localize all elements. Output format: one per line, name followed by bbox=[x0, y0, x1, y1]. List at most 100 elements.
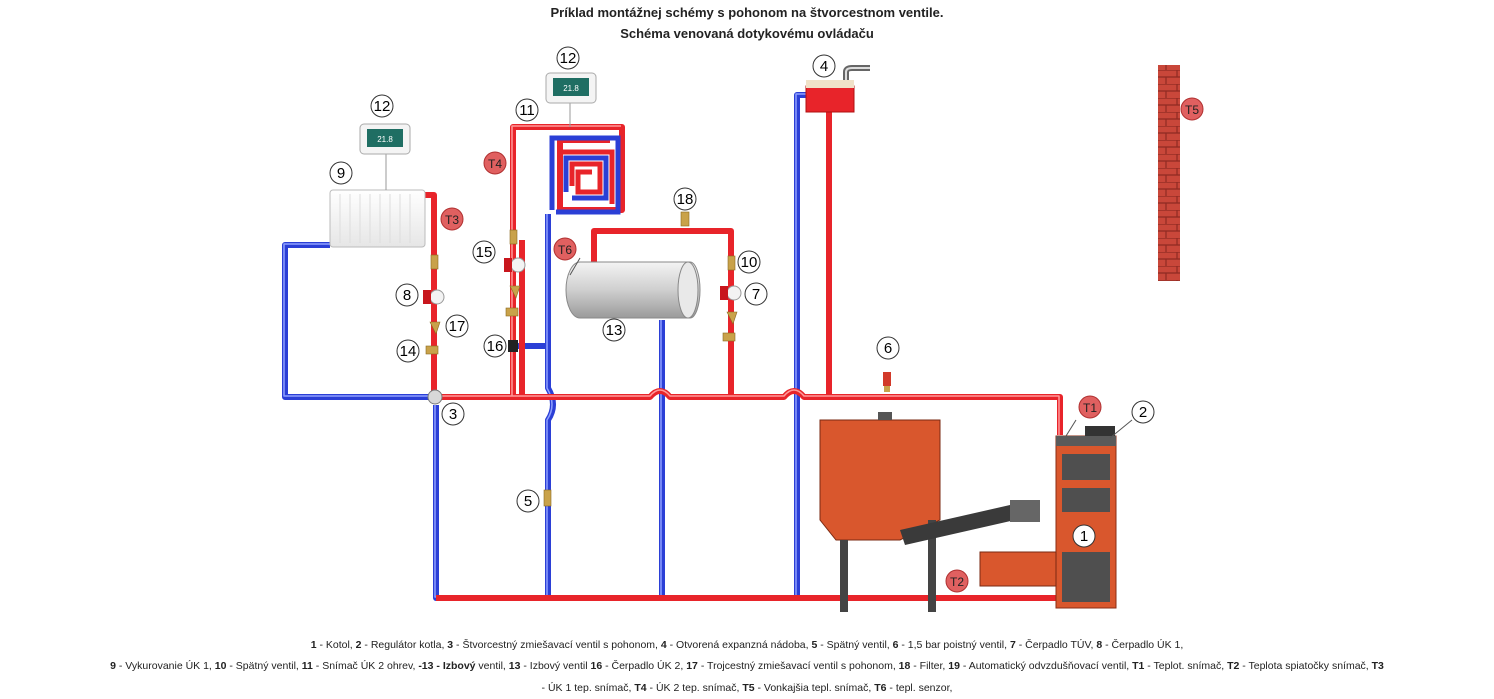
legend-key: 10 bbox=[214, 660, 227, 672]
room-thermostat-1: 21.8 bbox=[359, 123, 411, 190]
sensor-T4: T4 bbox=[483, 151, 507, 175]
svg-text:T5: T5 bbox=[1185, 103, 1199, 117]
legend-text: - Čerpadlo ÚK 1, bbox=[1102, 639, 1184, 651]
svg-text:1: 1 bbox=[1080, 528, 1088, 545]
legend-text: - Vonkajšia tepl. snímač, bbox=[754, 682, 875, 694]
legend-key: 6 bbox=[892, 639, 899, 651]
legend-key: 1 bbox=[310, 639, 317, 651]
marker-6: 6 bbox=[876, 336, 900, 360]
radiator bbox=[329, 189, 426, 248]
pump-tuv bbox=[720, 285, 742, 301]
marker-12a: 12 bbox=[370, 94, 394, 118]
legend-key: 13 bbox=[508, 660, 521, 672]
sensor-T5: T5 bbox=[1180, 97, 1204, 121]
legend-text: - Filter, bbox=[910, 660, 949, 672]
legend-line-1: 1 - Kotol, 2 - Regulátor kotla, 3 - Štvo… bbox=[0, 639, 1494, 651]
hot-water-tank bbox=[565, 261, 701, 319]
legend-key: -13 - Izbový bbox=[418, 660, 476, 672]
svg-text:T2: T2 bbox=[950, 575, 964, 589]
legend-key: 19 bbox=[948, 660, 960, 672]
legend-key: T3 bbox=[1371, 660, 1384, 672]
svg-text:T6: T6 bbox=[558, 243, 572, 257]
fuel-hopper bbox=[819, 412, 1057, 612]
marker-2: 2 bbox=[1131, 400, 1155, 424]
marker-7: 7 bbox=[744, 282, 768, 306]
legend-text: - Vykurovanie ÚK 1, bbox=[115, 660, 215, 672]
legend-line-3: - ÚK 1 tep. snímač, T4 - ÚK 2 tep. sníma… bbox=[0, 682, 1494, 694]
svg-text:14: 14 bbox=[400, 343, 417, 360]
marker-3: 3 bbox=[441, 402, 465, 426]
four-way-valve bbox=[427, 389, 443, 405]
marker-14: 14 bbox=[396, 339, 420, 363]
pump-uk1 bbox=[423, 289, 445, 305]
svg-text:18: 18 bbox=[677, 191, 694, 208]
svg-text:16: 16 bbox=[487, 338, 504, 355]
supply-pipes-highlight bbox=[440, 125, 1060, 435]
svg-text:17: 17 bbox=[449, 318, 466, 335]
legend-text: - Trojcestný zmiešavací ventil s pohonom… bbox=[697, 660, 899, 672]
legend-text: - Snímač ÚK 2 ohrev, bbox=[312, 660, 419, 672]
brass-fittings bbox=[425, 211, 738, 507]
marker-5: 5 bbox=[516, 489, 540, 513]
svg-text:2: 2 bbox=[1139, 404, 1147, 421]
marker-4: 4 bbox=[812, 54, 836, 78]
legend-text: - ÚK 2 tep. snímač, bbox=[646, 682, 743, 694]
svg-text:5: 5 bbox=[524, 493, 532, 510]
diagram-title: Príklad montážnej schémy s pohonom na št… bbox=[550, 5, 944, 20]
legend-key: 2 bbox=[355, 639, 362, 651]
marker-18: 18 bbox=[673, 187, 697, 211]
floor-heating-coil bbox=[549, 135, 621, 215]
svg-text:21.8: 21.8 bbox=[377, 135, 393, 144]
legend-key: T4 bbox=[634, 682, 647, 694]
legend-text: - Automatický odvzdušňovací ventil, bbox=[959, 660, 1133, 672]
legend-key: T5 bbox=[742, 682, 755, 694]
svg-text:11: 11 bbox=[519, 102, 535, 119]
legend-text: - 1,5 bar poistný ventil, bbox=[898, 639, 1010, 651]
sensor-T3: T3 bbox=[440, 207, 464, 231]
marker-1: 1 bbox=[1072, 524, 1096, 548]
legend-text: - Kotol, bbox=[316, 639, 356, 651]
legend-text: - Štvorcestný zmiešavací ventil s pohono… bbox=[453, 639, 661, 651]
sensor-T6: T6 bbox=[553, 237, 577, 261]
legend-text: - Spätný ventil, bbox=[226, 660, 302, 672]
svg-text:6: 6 bbox=[884, 340, 892, 357]
legend-key: 9 bbox=[110, 660, 116, 672]
three-way-valve bbox=[508, 340, 518, 352]
svg-text:12: 12 bbox=[374, 98, 391, 115]
legend-key: 17 bbox=[686, 660, 698, 672]
legend-key: 7 bbox=[1009, 639, 1016, 651]
legend-text: - tepl. senzor, bbox=[886, 682, 953, 694]
svg-text:21.8: 21.8 bbox=[563, 84, 579, 93]
sensor-T2: T2 bbox=[945, 569, 969, 593]
legend-text: - Čerpadlo TÚV, bbox=[1015, 639, 1097, 651]
legend-key: 16 bbox=[590, 660, 603, 672]
legend-key: T2 bbox=[1227, 660, 1240, 672]
marker-16: 16 bbox=[483, 334, 507, 358]
svg-text:3: 3 bbox=[449, 406, 457, 423]
svg-text:15: 15 bbox=[476, 244, 493, 261]
legend-key: 18 bbox=[898, 660, 911, 672]
legend-text: - Teplota spiatočky snímač, bbox=[1239, 660, 1372, 672]
legend-text: - Regulátor kotla, bbox=[361, 639, 448, 651]
safety-valve bbox=[883, 372, 891, 392]
diagram-subtitle: Schéma venovaná dotykovému ovládaču bbox=[620, 26, 874, 41]
svg-text:13: 13 bbox=[606, 322, 623, 339]
marker-9: 9 bbox=[329, 161, 353, 185]
outdoor-wall bbox=[1158, 65, 1180, 281]
svg-text:8: 8 bbox=[403, 287, 411, 304]
marker-8: 8 bbox=[395, 283, 419, 307]
installation-scheme: 21.8 21.8 bbox=[282, 46, 1204, 612]
sensor-T1: T1 bbox=[1078, 395, 1102, 419]
legend-text: - Čerpadlo ÚK 2, bbox=[602, 660, 687, 672]
legend-key: 4 bbox=[660, 639, 667, 651]
svg-text:9: 9 bbox=[337, 165, 345, 182]
legend-key: 5 bbox=[811, 639, 818, 651]
svg-text:4: 4 bbox=[820, 58, 828, 75]
marker-13: 13 bbox=[602, 318, 626, 342]
svg-text:T3: T3 bbox=[445, 213, 459, 227]
room-thermostat-2: 21.8 bbox=[545, 72, 597, 127]
legend-key: T1 bbox=[1132, 660, 1145, 672]
expansion-tank bbox=[805, 65, 870, 113]
legend-text: ventil, bbox=[475, 660, 509, 672]
legend-key: 11 bbox=[301, 660, 313, 672]
